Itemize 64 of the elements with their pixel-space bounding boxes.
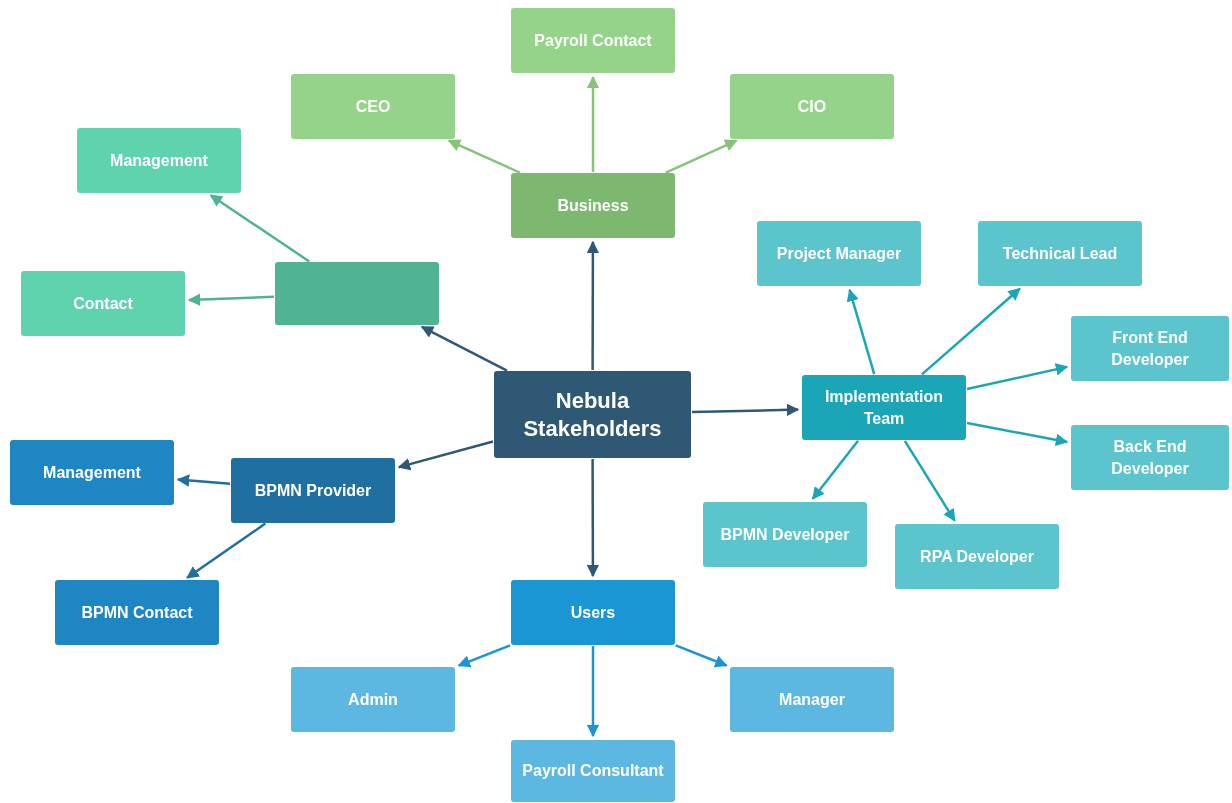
arrow xyxy=(665,139,738,174)
node-label: Nebula Stakeholders xyxy=(522,387,663,442)
arrow xyxy=(209,194,310,263)
arrow xyxy=(691,403,800,417)
arrow xyxy=(187,293,275,306)
empty-box xyxy=(275,262,439,325)
stakeholder-box xyxy=(511,580,675,645)
arrow xyxy=(586,240,600,370)
arrow xyxy=(420,325,508,372)
node-label: Business xyxy=(557,195,629,216)
node-label: CIO xyxy=(797,96,827,117)
stakeholder-box xyxy=(21,271,185,336)
arrow xyxy=(186,522,266,579)
stakeholder-box xyxy=(511,740,675,802)
stakeholder-box xyxy=(55,580,219,645)
node-label: BPMN Contact xyxy=(81,602,193,623)
node-label: Admin xyxy=(348,689,398,710)
arrow xyxy=(586,75,600,172)
node-label: Manager xyxy=(779,689,845,710)
arrow xyxy=(966,363,1069,391)
node-label: Back End Developer xyxy=(1110,436,1190,479)
node-label: Implementation Team xyxy=(823,386,945,429)
arrow xyxy=(921,287,1021,376)
stakeholder-box xyxy=(1071,425,1229,490)
arrow xyxy=(966,421,1069,446)
stakeholder-box xyxy=(802,375,966,440)
arrow xyxy=(586,646,600,738)
arrow xyxy=(846,288,876,375)
stakeholder-box xyxy=(1071,316,1229,381)
node-label: Technical Lead xyxy=(1002,243,1118,264)
node-label: Management xyxy=(43,462,141,483)
node-label: Front End Developer xyxy=(1110,327,1190,370)
stakeholder-box xyxy=(291,74,455,139)
stakeholder-box xyxy=(757,221,921,286)
stakeholder-box xyxy=(10,440,174,505)
stakeholder-box xyxy=(730,74,894,139)
stakeholder-box xyxy=(77,128,241,193)
central-box xyxy=(494,371,691,458)
stakeholder-box xyxy=(895,524,1059,589)
node-label: BPMN Developer xyxy=(720,524,850,545)
stakeholder-box xyxy=(511,173,675,238)
node-label: Users xyxy=(570,602,616,623)
node-label: RPA Developer xyxy=(920,546,1034,567)
stakeholder-box xyxy=(978,221,1142,286)
node-label: Management xyxy=(110,150,208,171)
node-label: Payroll Consultant xyxy=(522,761,664,782)
arrow xyxy=(457,644,511,668)
stakeholder-box xyxy=(703,502,867,567)
stakeholder-box xyxy=(231,458,395,523)
arrow xyxy=(397,440,494,471)
arrow xyxy=(811,440,860,500)
node-label: Contact xyxy=(73,293,133,314)
node-label: Payroll Contact xyxy=(534,30,652,51)
node-label: BPMN Provider xyxy=(254,480,372,501)
stakeholder-box xyxy=(730,667,894,732)
arrow xyxy=(586,459,600,578)
arrow xyxy=(447,139,521,174)
arrow xyxy=(903,440,956,522)
arrow xyxy=(176,474,231,487)
node-label: Project Manager xyxy=(776,243,902,264)
arrow xyxy=(675,644,728,668)
stakeholder-box xyxy=(511,8,675,73)
node-label: CEO xyxy=(355,96,391,117)
stakeholder-box xyxy=(291,667,455,732)
